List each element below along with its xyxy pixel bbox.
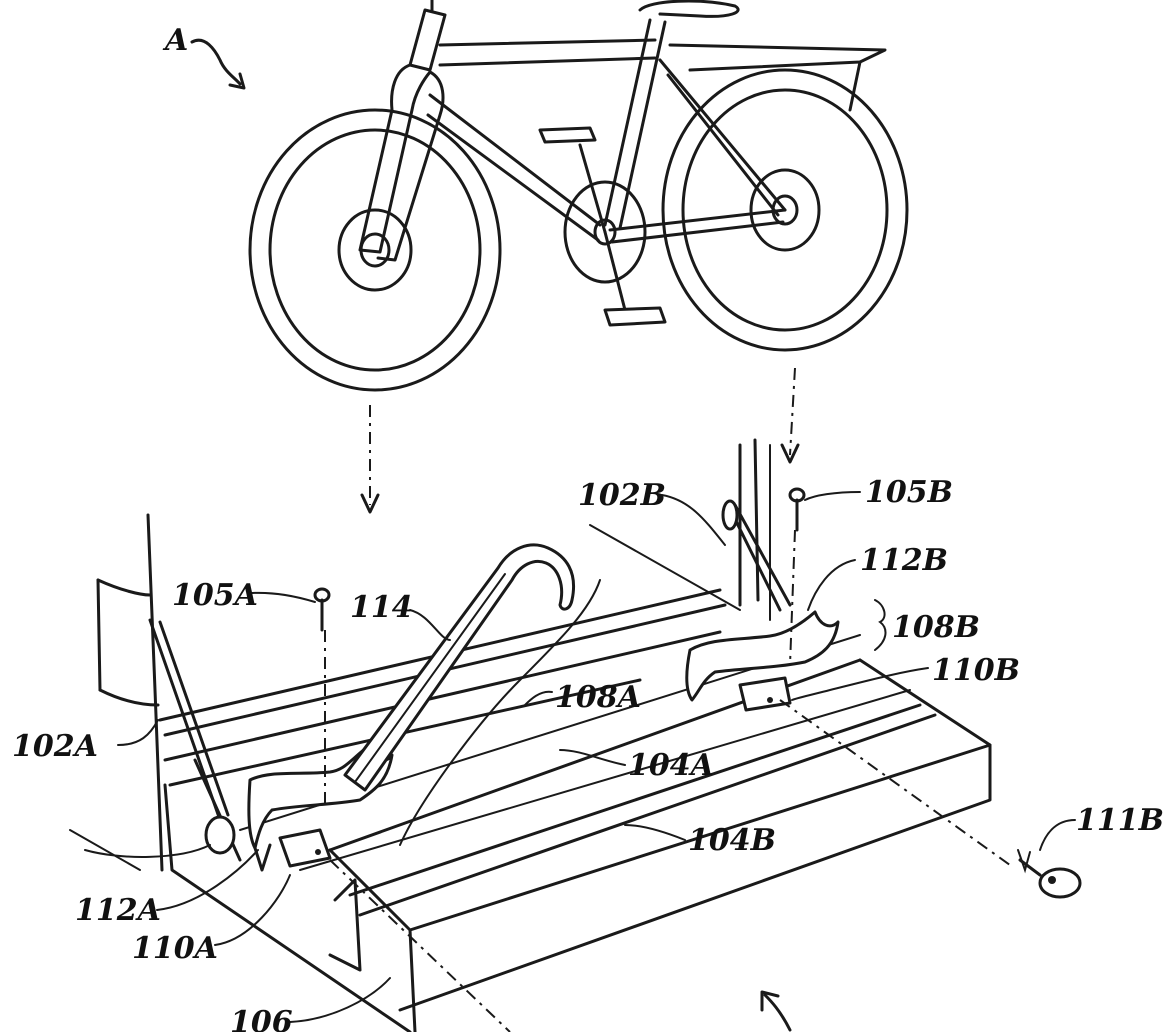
label-105A: 105A (172, 578, 258, 613)
label-112B: 112B (860, 543, 948, 578)
label-106: 106 (230, 1005, 293, 1032)
label-104B: 104B (688, 823, 776, 858)
label-110B: 110B (932, 653, 1020, 688)
front-wheel (248, 108, 502, 392)
wheel-cradle-108B (685, 610, 840, 712)
strap-102B (721, 499, 792, 612)
drop-arrows (360, 367, 800, 514)
bicycle (248, 0, 909, 392)
rear-fender (668, 43, 887, 112)
label-105B: 105B (865, 475, 953, 510)
key-111B (329, 699, 1082, 1032)
label-102A: 102A (12, 729, 98, 764)
wheel-cradle-108A (247, 579, 601, 872)
pin-105B (788, 487, 806, 666)
label-110A: 110A (132, 931, 218, 966)
strap-102A (84, 618, 236, 858)
label-102B: 102B (578, 478, 666, 513)
lower-arrow (760, 990, 792, 1032)
label-114: 114 (350, 590, 413, 625)
frame (426, 0, 787, 244)
label-108B: 108B (892, 610, 980, 645)
rear-wheel (661, 68, 909, 352)
label-112A: 112A (75, 893, 161, 928)
crank-and-pedals (538, 126, 667, 327)
label-104A: 104A (628, 748, 714, 783)
label-111B: 111B (1076, 803, 1164, 838)
leader-lines (117, 491, 1076, 1023)
fork-and-head-tube (358, 0, 447, 262)
view-arrow-A (190, 38, 246, 90)
label-A: A (162, 23, 188, 58)
label-108A: 108A (555, 680, 641, 715)
pin-105A (313, 587, 331, 810)
tire-hook-114 (343, 543, 575, 792)
